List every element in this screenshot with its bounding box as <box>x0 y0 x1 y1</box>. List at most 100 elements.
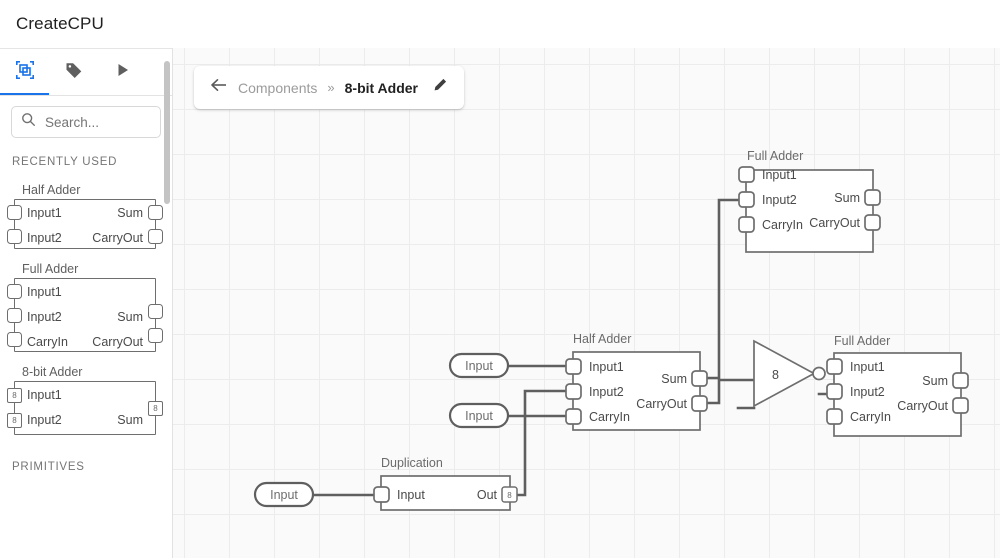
pin-carryout[interactable] <box>148 328 163 343</box>
pin-sum[interactable] <box>864 189 881 206</box>
pin-input1[interactable] <box>7 205 22 220</box>
pin-carryin[interactable] <box>738 216 755 233</box>
node-input-pill-1[interactable]: Input <box>448 352 510 379</box>
buffer-width-label: 8 <box>772 368 779 382</box>
node-full-adder-top[interactable]: Full Adder Input1 Input2 CarryIn Sum Car… <box>738 149 881 253</box>
pin-input1[interactable] <box>565 358 582 375</box>
node-title: Half Adder <box>573 332 631 346</box>
pin-label: Input1 <box>27 387 62 402</box>
pin-input2[interactable] <box>7 308 22 323</box>
pin-input2[interactable]: 8 <box>7 413 22 428</box>
node-title: Duplication <box>381 456 443 470</box>
pin-input1[interactable] <box>826 358 843 375</box>
pin-sum[interactable] <box>148 205 163 220</box>
search-icon <box>21 112 36 132</box>
buffer-output-bubble[interactable] <box>812 366 826 381</box>
search-box[interactable] <box>11 106 161 138</box>
pin-out[interactable] <box>501 486 518 503</box>
node-duplication[interactable]: Duplication Input 8 Out <box>373 456 518 511</box>
circuit-canvas[interactable]: .nbox { fill:#ffffff; stroke:#6e6e6e; st… <box>173 48 1000 558</box>
palette-item-full-adder[interactable]: Full Adder Input1 Input2 Sum CarryIn <box>7 262 163 352</box>
pin-carryout[interactable] <box>952 397 969 414</box>
pin-label: Input2 <box>850 385 885 399</box>
circuit-graph: .nbox { fill:#ffffff; stroke:#6e6e6e; st… <box>253 149 969 511</box>
pin-input2[interactable] <box>738 191 755 208</box>
search-wrapper <box>0 96 172 138</box>
pin-sum[interactable] <box>148 304 163 319</box>
buffer-triangle[interactable] <box>753 339 816 408</box>
pin-label: CarryIn <box>589 410 630 424</box>
search-input[interactable] <box>45 114 151 130</box>
breadcrumb-separator: » <box>327 80 335 95</box>
node-full-adder-right[interactable]: Full Adder Input1 Input2 CarryIn Sum Car… <box>826 334 969 437</box>
palette-item-half-adder[interactable]: Half Adder Input1 Sum Input2 CarryOut <box>7 183 163 249</box>
pin-sum[interactable] <box>691 370 708 387</box>
pin-label: Input <box>397 488 425 502</box>
pin-label: CarryOut <box>636 397 687 411</box>
pin-carryin[interactable] <box>565 408 582 425</box>
breadcrumb-root[interactable]: Components <box>238 79 318 96</box>
node-input-pill-2[interactable]: Input <box>448 402 510 429</box>
pin-carryout[interactable] <box>691 395 708 412</box>
pin-label: Input1 <box>762 168 797 182</box>
node-half-adder[interactable]: Half Adder Input1 Input2 CarryIn Sum Car… <box>565 332 708 431</box>
pin-label: CarryOut <box>809 216 860 230</box>
pin-sum[interactable] <box>952 372 969 389</box>
pin-label: Out <box>477 488 498 502</box>
pin-label: Sum <box>117 309 143 324</box>
pin-sum[interactable]: 8 <box>148 401 163 416</box>
wire-duplication-to-halfadder-input2 <box>515 389 575 497</box>
node-body[interactable] <box>833 352 962 437</box>
pin-carryout[interactable] <box>148 229 163 244</box>
pin-input1[interactable] <box>738 166 755 183</box>
pin-label: CarryIn <box>762 218 803 232</box>
pin-carryin[interactable] <box>7 332 22 347</box>
palette-item-8-bit-adder[interactable]: 8-bit Adder 8 Input1 8 Input2 Sum 8 <box>7 365 163 435</box>
wire-halfadder-carryout-to-buffer-in1 <box>706 378 756 405</box>
pill-label: Input <box>465 359 493 373</box>
edit-name-button[interactable] <box>432 77 448 98</box>
sidebar-tabbar <box>0 49 172 96</box>
pin-input[interactable] <box>373 486 390 503</box>
pin-carryin[interactable] <box>826 408 843 425</box>
tag-icon <box>64 60 84 85</box>
pin-input2[interactable] <box>7 229 22 244</box>
node-title: Full Adder <box>747 149 803 163</box>
pin-input1[interactable] <box>7 284 22 299</box>
palette-item-title: 8-bit Adder <box>22 365 83 379</box>
pill-label: Input <box>270 488 298 502</box>
pin-label: Input1 <box>589 360 624 374</box>
node-buffer-8[interactable]: 8 <box>753 339 826 408</box>
node-title: Full Adder <box>834 334 890 348</box>
palette-item-title: Full Adder <box>22 262 79 276</box>
pill-body[interactable] <box>253 481 315 508</box>
pin-bus-width: 8 <box>507 491 512 500</box>
pin-input2[interactable] <box>826 383 843 400</box>
pin-label: Sum <box>117 412 143 427</box>
pin-label: Sum <box>922 374 948 388</box>
pin-label: Input1 <box>27 284 62 299</box>
pin-label: Input2 <box>27 309 62 324</box>
section-title-recently-used: RECENTLY USED <box>12 156 118 168</box>
node-body[interactable] <box>745 169 874 253</box>
sidebar-scrollbar[interactable] <box>164 61 170 204</box>
pill-label: Input <box>465 409 493 423</box>
pin-input2[interactable] <box>565 383 582 400</box>
pin-input1[interactable]: 8 <box>7 388 22 403</box>
tab-run[interactable] <box>98 49 147 95</box>
pill-body[interactable] <box>448 352 510 379</box>
app-title: CreateCPU <box>16 14 104 33</box>
components-icon <box>14 59 36 86</box>
sidebar: RECENTLY USED Half Adder Input1 Sum Inpu… <box>0 48 173 558</box>
back-button[interactable] <box>210 77 228 98</box>
pill-body[interactable] <box>448 402 510 429</box>
pin-label: CarryOut <box>897 399 948 413</box>
pin-carryout[interactable] <box>864 214 881 231</box>
node-body[interactable] <box>572 351 701 431</box>
pin-label: Input2 <box>589 385 624 399</box>
tab-tags[interactable] <box>49 49 98 95</box>
pin-label: CarryIn <box>27 334 68 349</box>
node-input-pill-3[interactable]: Input <box>253 481 315 508</box>
tab-components[interactable] <box>0 49 49 95</box>
pin-label: Sum <box>834 191 860 205</box>
